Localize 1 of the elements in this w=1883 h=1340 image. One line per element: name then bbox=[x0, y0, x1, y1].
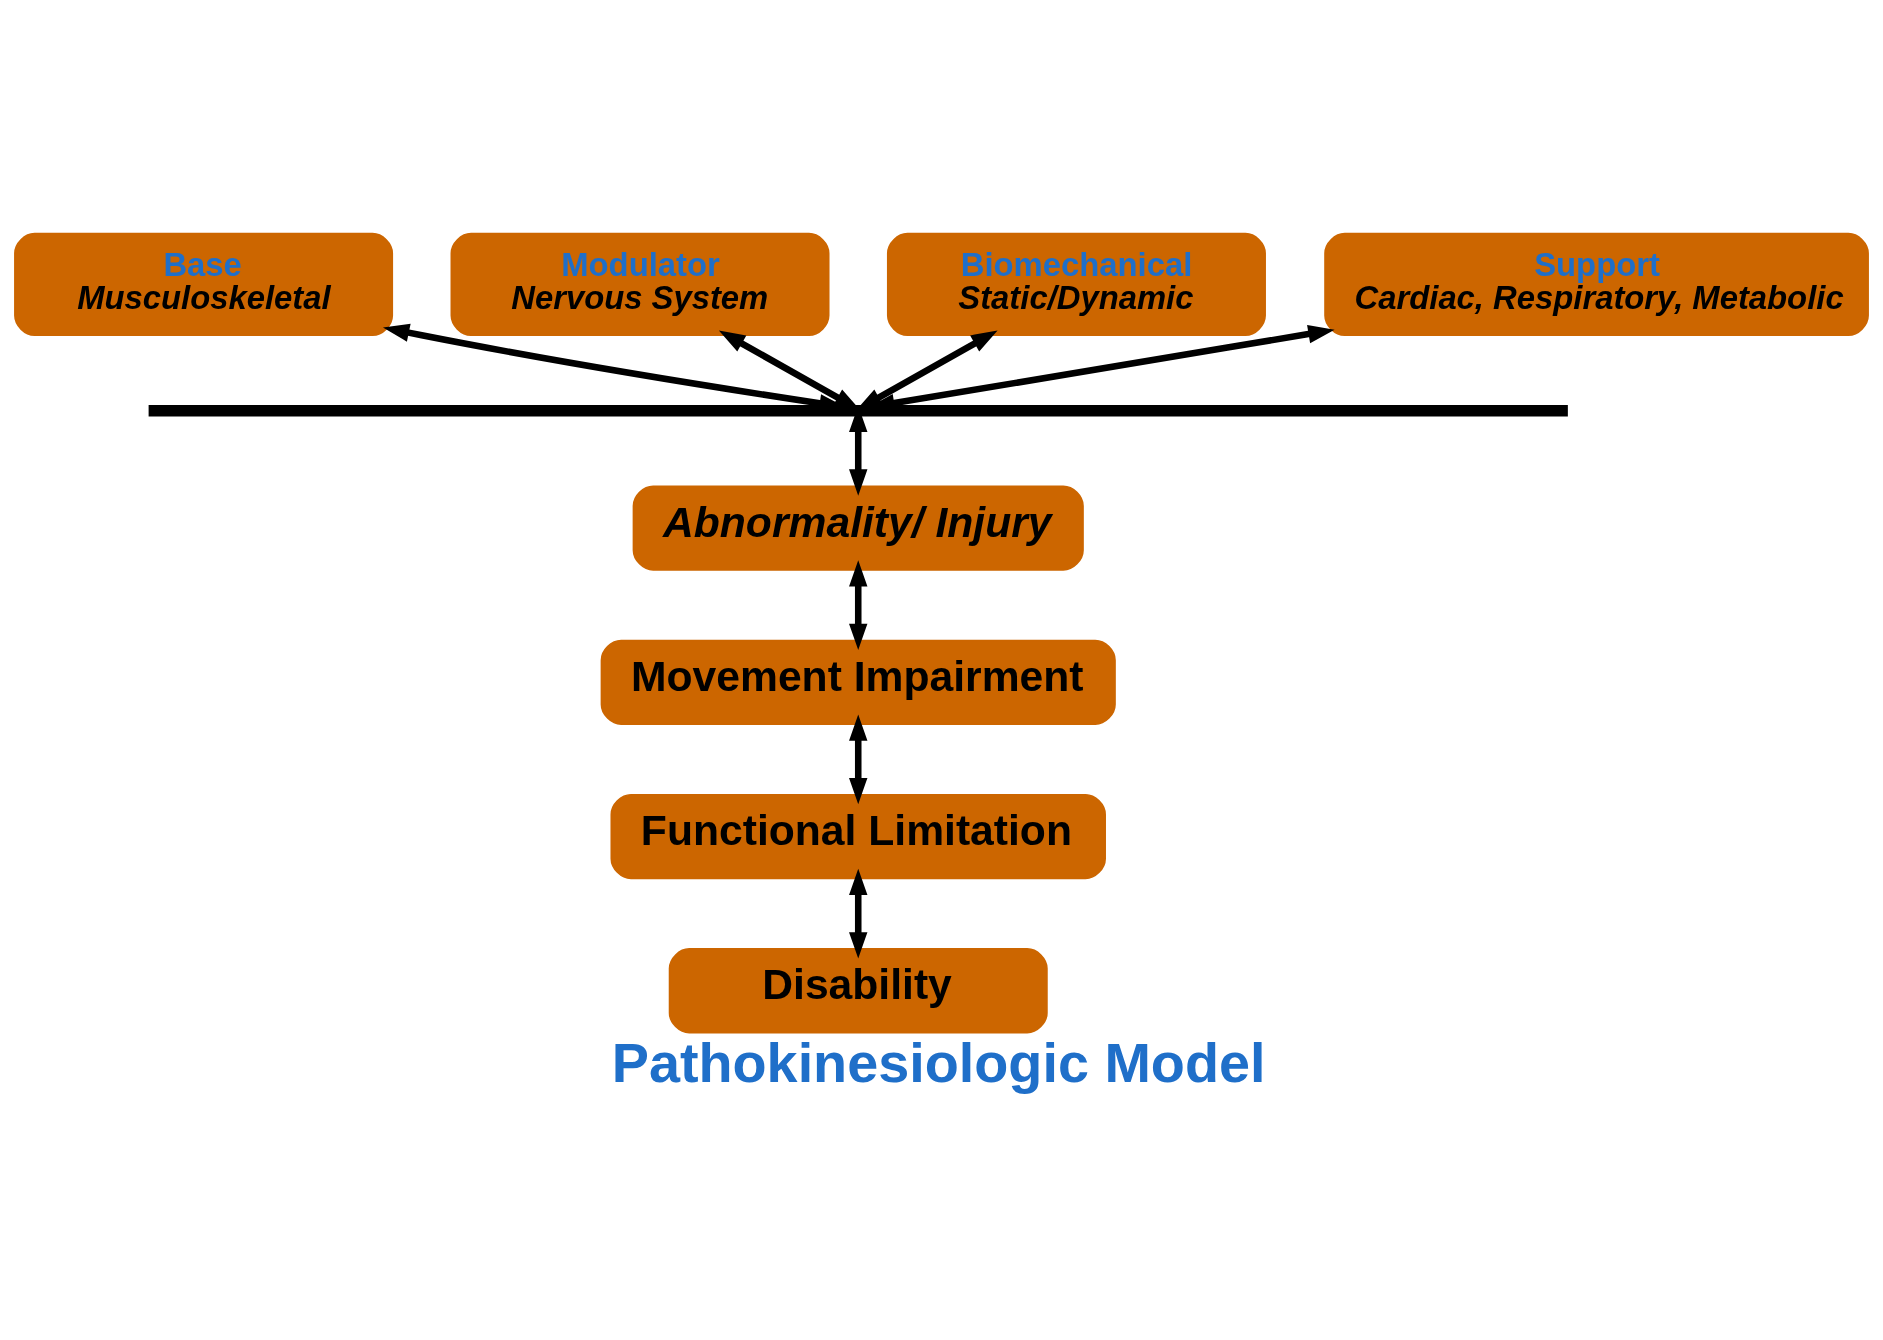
diagram-title: Pathokinesiologic Model bbox=[611, 1032, 1266, 1095]
